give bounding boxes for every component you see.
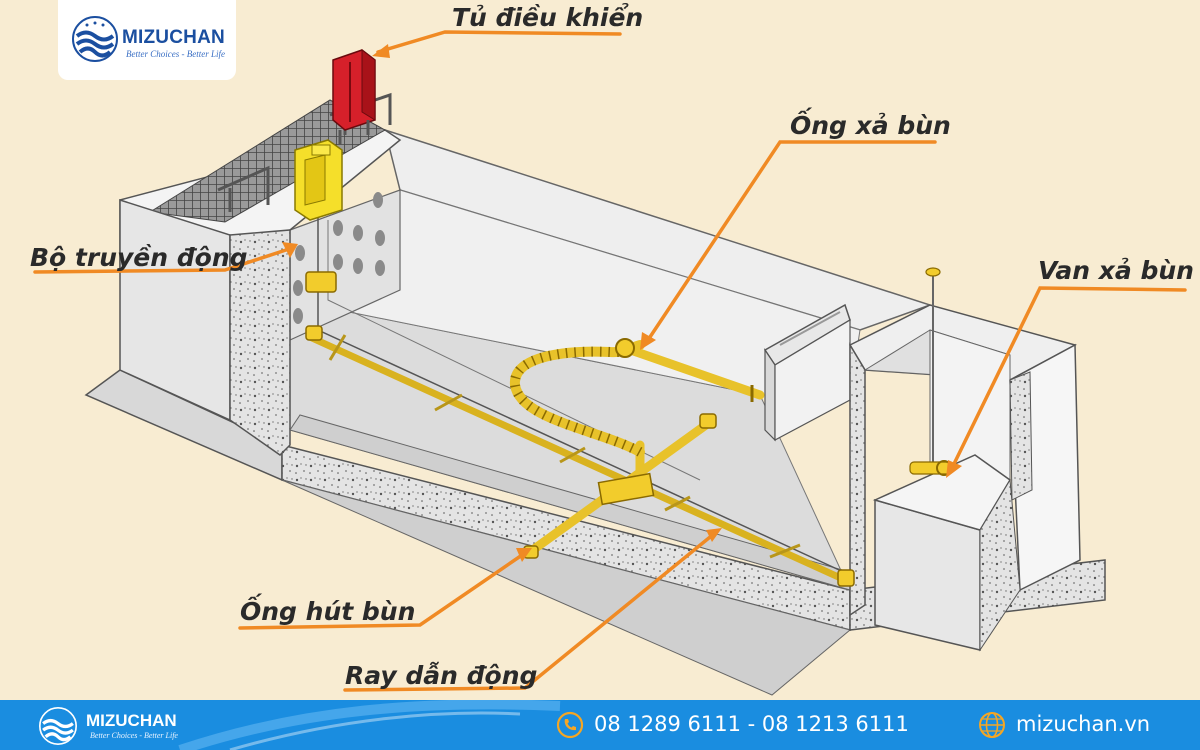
inlet-holes	[293, 192, 385, 324]
label-control-cabinet: Tủ điều khiển	[452, 2, 643, 32]
control-cabinet	[332, 48, 376, 145]
drive-cable-return	[327, 220, 701, 481]
phone-icon	[556, 711, 584, 739]
discharge-pipe	[615, 338, 765, 402]
contact-footer: MIZUCHAN Better Choices - Better Life 08…	[0, 700, 1200, 750]
contact-phone[interactable]: 08 1289 6111 - 08 1213 6111	[594, 712, 909, 736]
drive-cable-clamp	[305, 271, 337, 293]
scraper-carriage	[597, 472, 655, 506]
callout-arrowheads	[282, 44, 962, 562]
brand-name: MIZUCHAN	[122, 27, 225, 48]
sludge-hose-ribs	[510, 340, 643, 457]
label-drive-rail: Ray dẫn động	[345, 661, 537, 690]
drive-unit	[294, 139, 343, 221]
wave-logo-icon	[72, 16, 118, 62]
globe-icon	[979, 712, 1005, 738]
callout-lines	[33, 30, 1187, 692]
drive-rail-track	[308, 334, 849, 584]
sludge-tank-diagram: Tủ điều khiển Ống xả bùn Bộ truyền động …	[30, 2, 1194, 696]
footer-swoosh-decoration	[178, 700, 561, 750]
valve-stem	[909, 267, 952, 476]
effluent-trough	[763, 303, 851, 442]
footer-wave-logo-icon	[39, 707, 77, 745]
rail-ties	[328, 334, 801, 559]
label-drive-unit: Bộ truyền động	[30, 243, 248, 272]
label-sludge-discharge-valve: Van xả bùn	[1038, 256, 1194, 285]
footer-brand-tagline: Better Choices - Better Life	[90, 731, 178, 740]
label-sludge-discharge-pipe: Ống xả bùn	[790, 107, 951, 140]
brand-tagline: Better Choices - Better Life	[126, 49, 225, 59]
brand-logo-card: MIZUCHAN Better Choices - Better Life	[58, 0, 236, 80]
label-sludge-suction-pipe: Ống hút bùn	[240, 593, 415, 626]
footer-brand-name: MIZUCHAN	[86, 711, 177, 730]
contact-website-link[interactable]: mizuchan.vn	[1016, 712, 1151, 736]
